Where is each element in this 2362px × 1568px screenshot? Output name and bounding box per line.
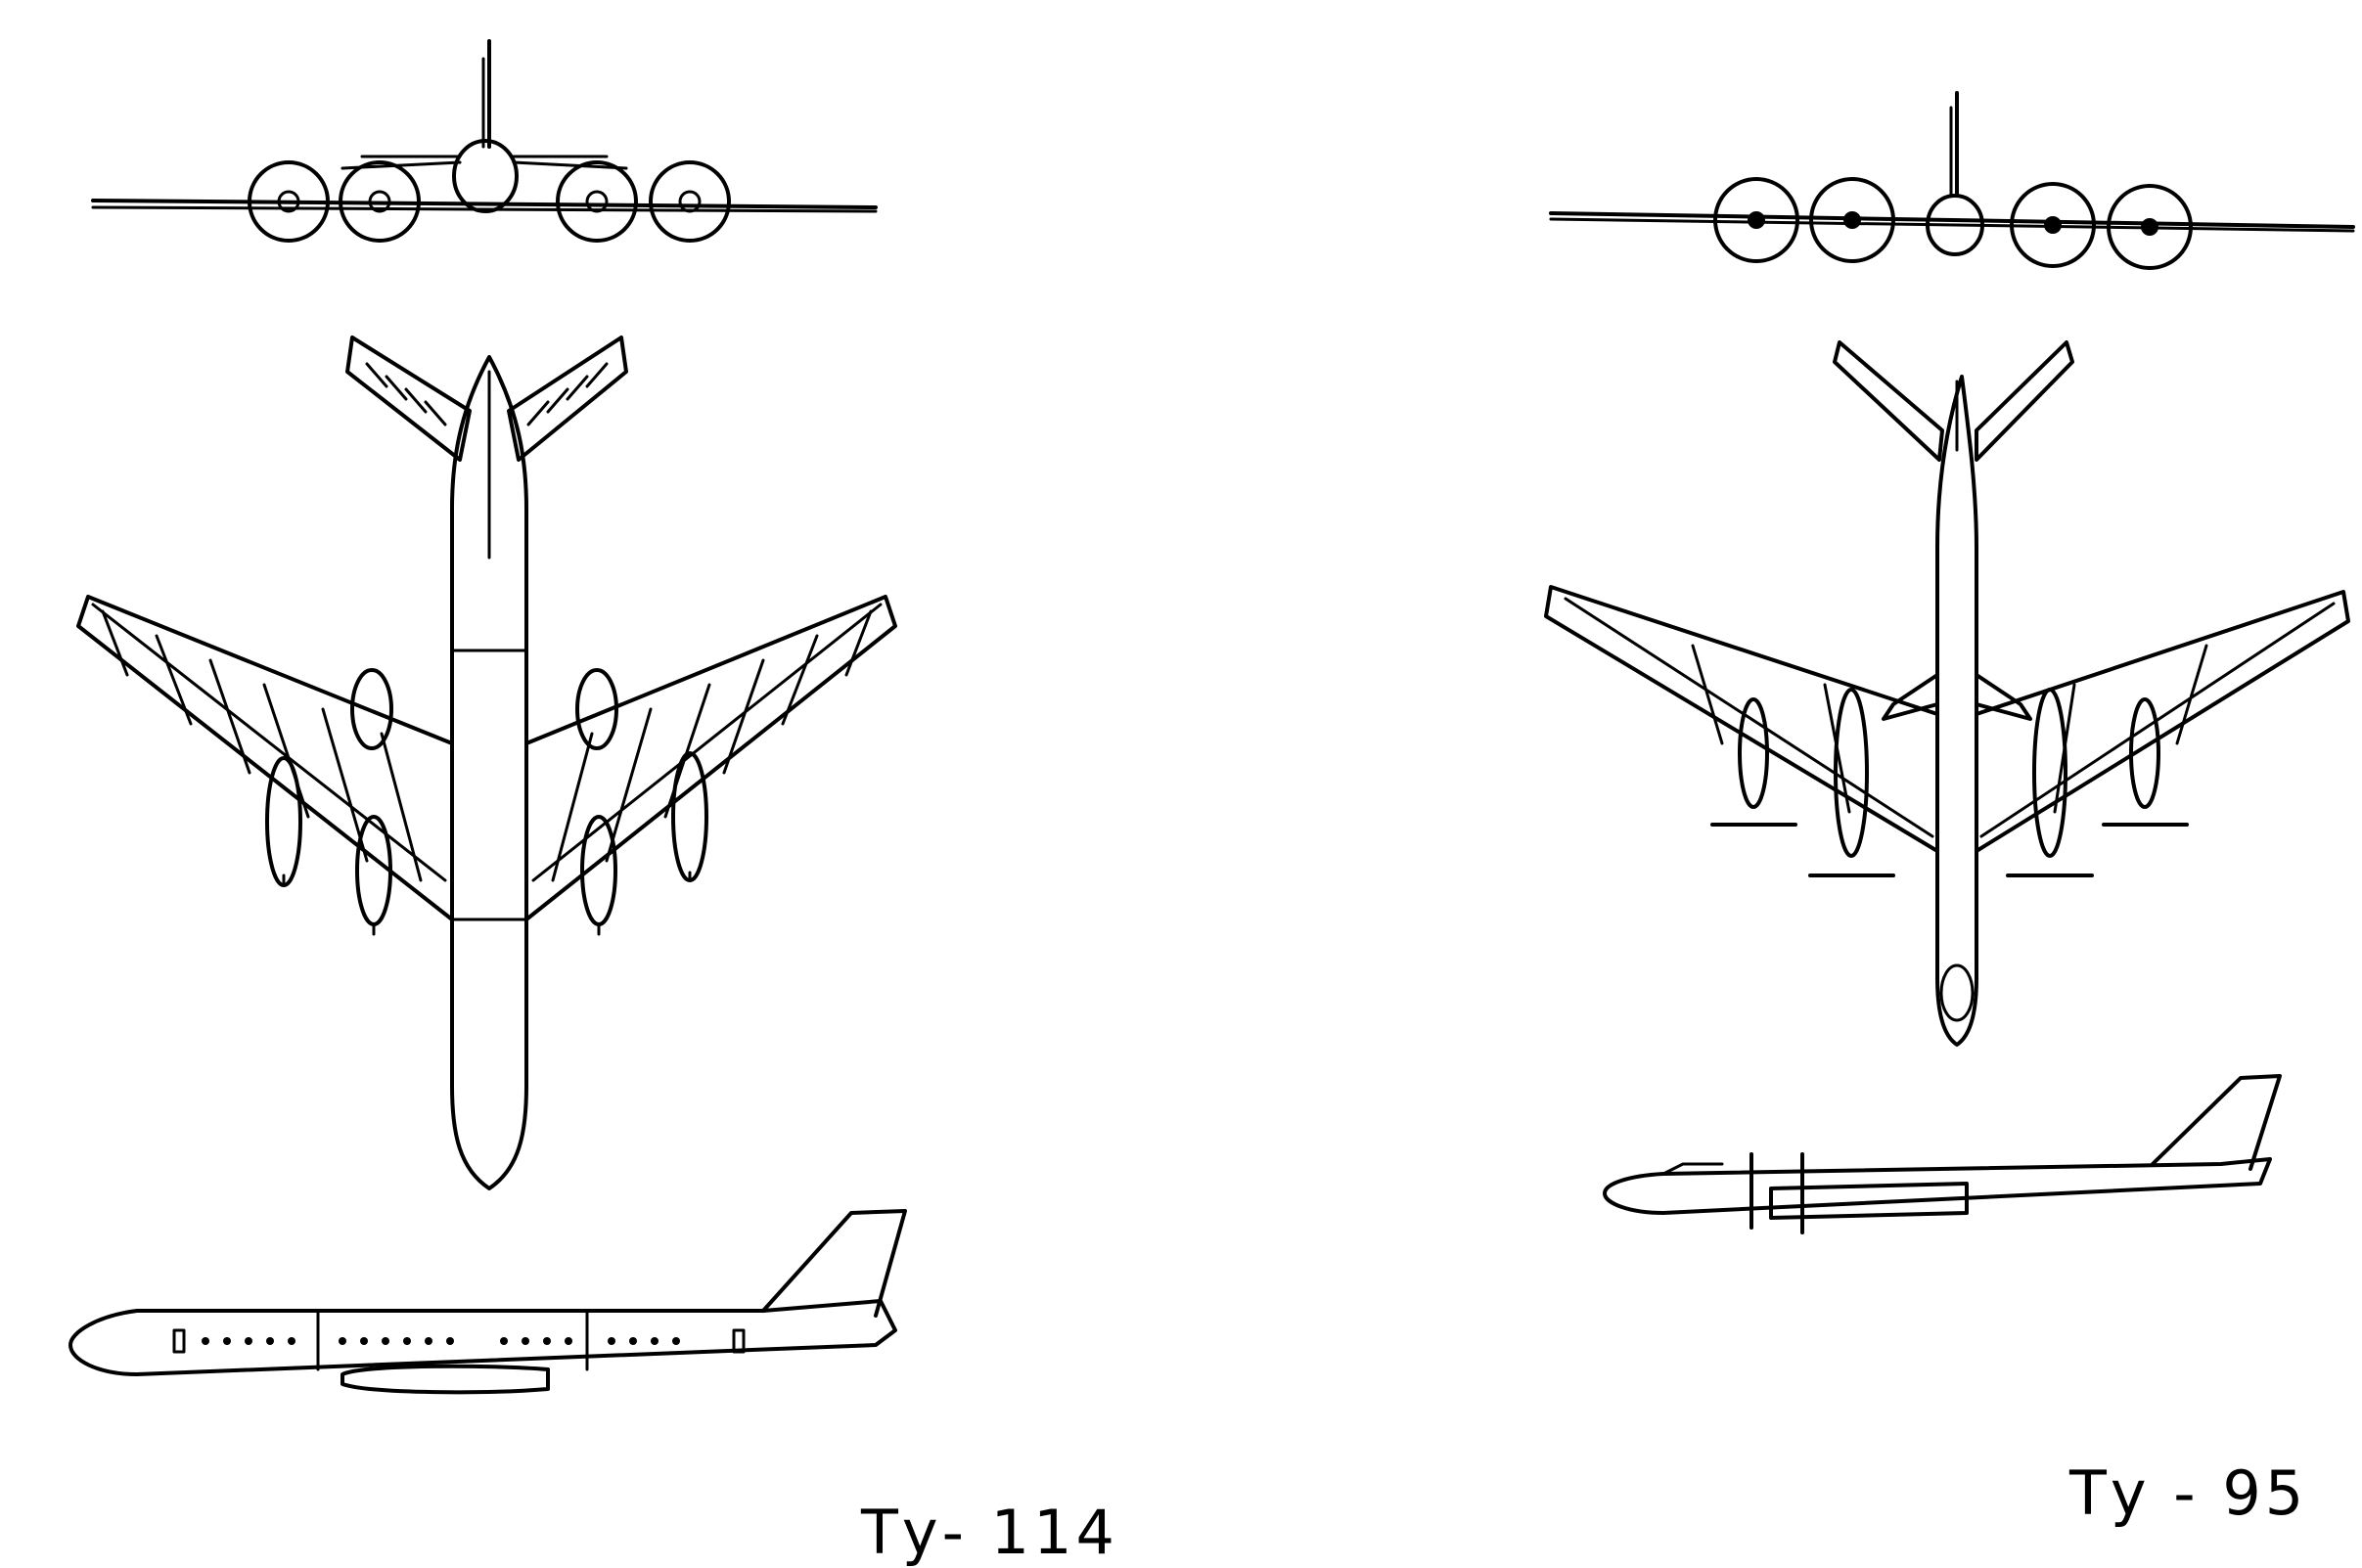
right-aircraft-top-view xyxy=(1544,340,2350,1047)
left-aircraft-front-view xyxy=(91,39,878,243)
left-aircraft-side-view xyxy=(68,1209,907,1395)
left-aircraft-top-view xyxy=(76,336,897,1190)
right-aircraft-front-view xyxy=(1549,91,2355,270)
left-aircraft-caption: Ту- 114 xyxy=(861,1497,1118,1568)
right-aircraft-side-view xyxy=(1603,1074,2282,1234)
right-aircraft-caption: Ту - 95 xyxy=(2069,1457,2308,1529)
